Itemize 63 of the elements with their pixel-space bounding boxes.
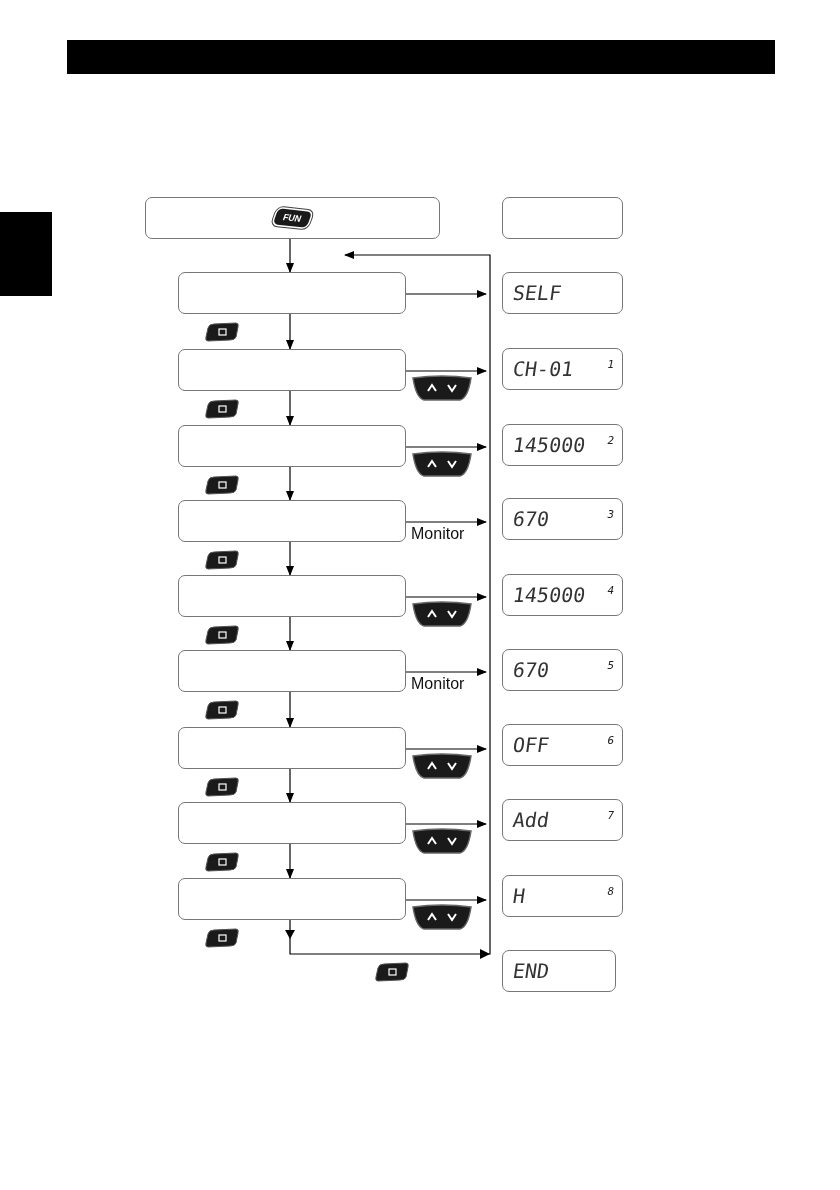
edge-label: Monitor xyxy=(411,676,465,692)
loop-arrow xyxy=(289,251,491,955)
step-box xyxy=(178,500,406,542)
display-index: 1 xyxy=(607,359,614,370)
arrow xyxy=(405,290,487,298)
arrow xyxy=(286,616,294,651)
lcd-display xyxy=(502,498,623,540)
step-box xyxy=(178,272,406,314)
display-reading: 145000 xyxy=(511,435,587,455)
arrow xyxy=(286,691,294,728)
side-tab xyxy=(0,212,52,296)
display-reading: CH-01 xyxy=(511,359,575,379)
arrow xyxy=(286,466,294,501)
display-reading: SELF xyxy=(511,283,563,303)
lcd-display xyxy=(502,649,623,691)
arrow xyxy=(286,541,294,576)
arrow xyxy=(405,745,487,753)
display-reading: 145000 xyxy=(511,585,587,605)
arrow xyxy=(286,843,294,879)
step-box xyxy=(178,727,406,769)
display-reading: H xyxy=(511,886,527,906)
edge-label: Monitor xyxy=(411,526,465,542)
display-reading: 670 xyxy=(511,509,551,529)
arrow xyxy=(286,390,294,426)
arrow xyxy=(286,313,294,350)
lcd-display xyxy=(502,950,616,992)
display-index: 4 xyxy=(607,585,614,596)
arrow xyxy=(405,593,487,601)
display-index: 2 xyxy=(607,435,614,446)
lcd-display xyxy=(502,424,623,466)
display-index: 8 xyxy=(607,886,614,897)
display-index: 3 xyxy=(607,509,614,520)
arrow xyxy=(286,238,294,273)
arrow xyxy=(405,896,487,904)
display-reading: 670 xyxy=(511,660,551,680)
function-key: FUN xyxy=(272,208,313,228)
lcd-display xyxy=(502,574,623,616)
step-box xyxy=(178,878,406,920)
lcd-display xyxy=(502,348,623,390)
display-reading: END xyxy=(511,961,551,981)
step-box xyxy=(178,425,406,467)
display-index: 5 xyxy=(607,660,614,671)
step-box xyxy=(178,349,406,391)
arrow xyxy=(405,443,487,451)
step-box xyxy=(178,650,406,692)
lcd-display xyxy=(502,272,623,314)
arrow xyxy=(405,367,487,375)
step-box xyxy=(178,802,406,844)
lcd-display xyxy=(502,799,623,841)
arrow xyxy=(286,768,294,803)
display-index: 6 xyxy=(607,735,614,746)
display-reading: OFF xyxy=(511,735,551,755)
display-index: 7 xyxy=(607,810,614,821)
lcd-display xyxy=(502,724,623,766)
display-box xyxy=(502,197,623,239)
step-box xyxy=(178,575,406,617)
arrow xyxy=(405,820,487,828)
title-bar xyxy=(67,40,775,74)
arrow xyxy=(405,668,487,676)
display-reading: Add xyxy=(511,810,551,830)
start-box xyxy=(145,197,440,239)
lcd-display xyxy=(502,875,623,917)
arrow xyxy=(405,518,487,526)
